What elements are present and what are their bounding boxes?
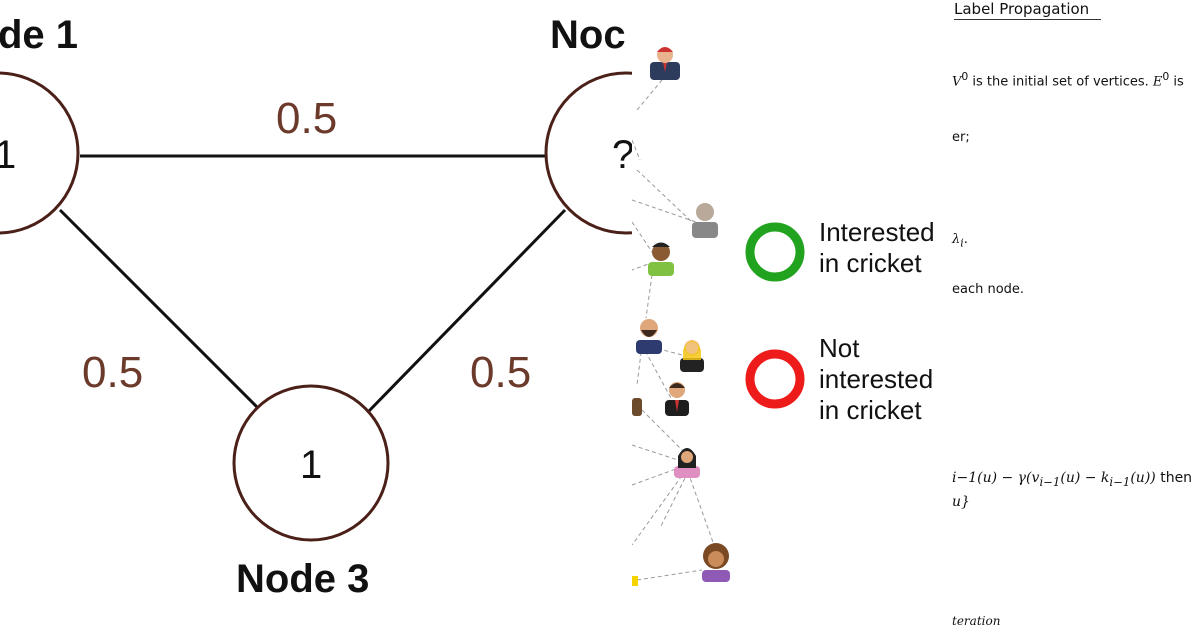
person-icon-bearded	[636, 319, 662, 354]
algorithm-line-er: er;	[952, 130, 970, 145]
edge-weight-2-3: 0.5	[470, 348, 531, 397]
person-icon-green	[648, 242, 674, 276]
text-then: then	[1160, 470, 1193, 486]
math-v: V	[952, 74, 962, 90]
interested-legend-circle	[745, 222, 805, 282]
social-network-diagram: Interested in cricket Not interested in …	[632, 47, 935, 586]
math-e-sup: 0	[1162, 70, 1170, 83]
text-is: is	[1169, 74, 1184, 90]
edge-node1-node3	[58, 208, 264, 414]
algorithm-line-iteration: teration	[952, 614, 1001, 628]
network-edges	[632, 79, 715, 581]
person-icon-edge	[632, 576, 638, 586]
legend-interested-line1: Interested	[819, 217, 935, 247]
math-lambda-sub: i	[960, 236, 964, 250]
social-network-panel: Interested in cricket Not interested in …	[632, 0, 942, 630]
person-icon-woman-dark	[674, 448, 700, 478]
person-icon-partial	[632, 398, 642, 416]
math-formula-a: i−1(u) − γ(v	[952, 470, 1040, 486]
algorithm-title: Label Propagation	[954, 0, 1102, 20]
math-formula-c: (u) − k	[1060, 470, 1110, 486]
node-2-value: ?	[612, 133, 632, 177]
node-1-value: 1	[0, 133, 16, 177]
graph-diagram: 1 ? 1 de 1 Noc Node 3 0.5 0.5 0.5	[0, 13, 632, 601]
node-2-circle	[544, 71, 632, 235]
person-icon-blonde	[680, 340, 704, 372]
algorithm-panel: Label Propagation V0 is the initial set …	[942, 0, 1200, 630]
algorithm-line-lambda: λi.	[952, 232, 968, 250]
edge-node2-node3	[366, 208, 567, 414]
legend-not-line2: interested	[819, 364, 933, 394]
math-v-sup: 0	[961, 70, 969, 83]
node-3-circle	[232, 384, 390, 542]
algorithm-line-each-node: each node.	[952, 282, 1025, 297]
math-formula-e: (u))	[1130, 470, 1161, 486]
edge-weight-1-3: 0.5	[82, 348, 143, 397]
text-vertices: is the initial set of vertices.	[968, 74, 1153, 90]
not-interested-legend-circle	[745, 349, 805, 409]
legend-interested-line2: in cricket	[819, 248, 922, 278]
math-formula-sub1: i−1	[1039, 474, 1061, 489]
edge-weight-1-2: 0.5	[276, 94, 337, 143]
node-1-title: de 1	[0, 13, 78, 57]
algorithm-line-u: u}	[952, 494, 970, 510]
math-formula-sub2: i−1	[1109, 474, 1131, 489]
node-3-value: 1	[300, 443, 322, 487]
node-2-title: Noc	[550, 13, 626, 57]
person-icon-top	[650, 47, 680, 80]
node-3-title: Node 3	[236, 557, 369, 601]
algorithm-line-vertices: V0 is the initial set of vertices. E0 is	[952, 70, 1184, 89]
math-lambda: λ	[952, 232, 961, 247]
text-period: .	[963, 232, 968, 247]
legend-not-line3: in cricket	[819, 395, 922, 425]
person-icon-suit	[665, 382, 689, 416]
algorithm-line-formula: i−1(u) − γ(vi−1(u) − ki−1(u)) then	[952, 470, 1192, 489]
node-1-circle	[0, 71, 80, 235]
graph-panel: 1 ? 1 de 1 Noc Node 3 0.5 0.5 0.5	[0, 13, 632, 601]
person-icon-curly	[702, 543, 730, 582]
legend-not-line1: Not	[819, 333, 860, 363]
person-icon-gray	[692, 203, 718, 238]
math-e: E	[1152, 74, 1163, 90]
